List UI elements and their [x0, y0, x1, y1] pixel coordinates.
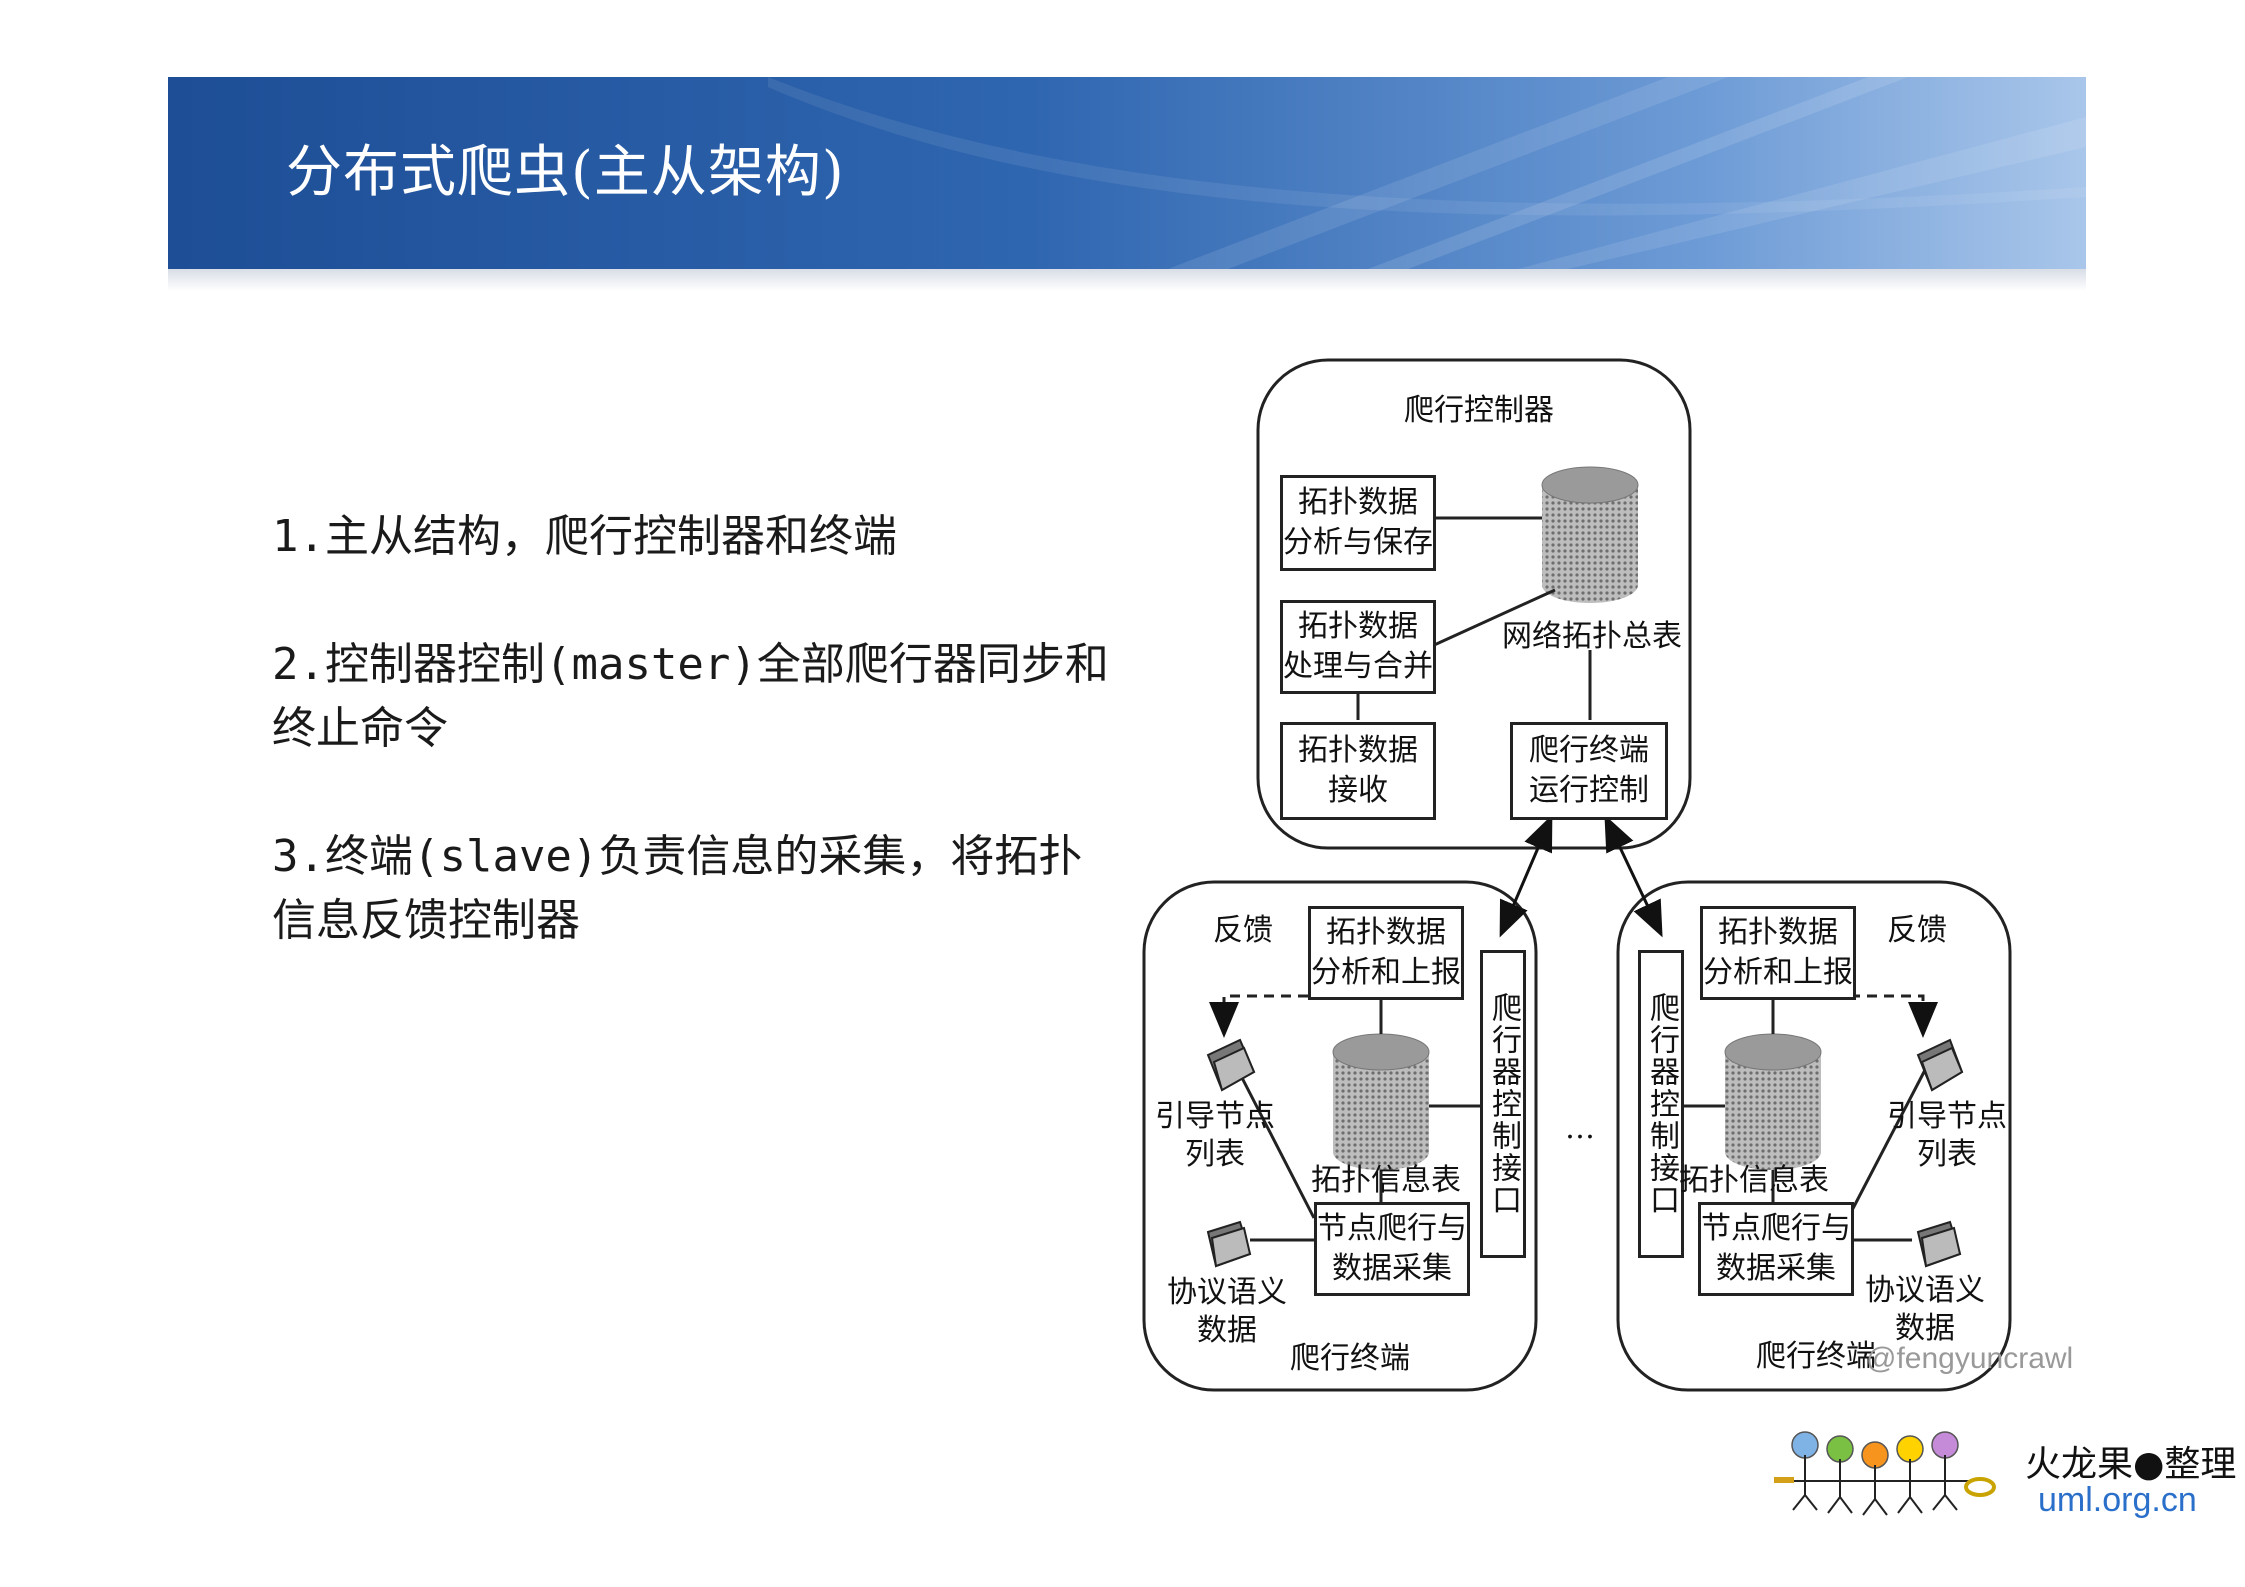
node-crawl-box: 节点爬行与 数据采集: [1314, 1202, 1470, 1296]
folder-icon: [1916, 1038, 1964, 1092]
slide-title: 分布式爬虫(主从架构): [286, 140, 845, 205]
feedback-label: 反馈: [1213, 913, 1273, 948]
topology-report-box: 拓扑数据 分析和上报: [1308, 906, 1464, 1000]
database-icon: [1332, 1033, 1430, 1170]
logo-dot: [1931, 1431, 1959, 1459]
logo-dot: [1826, 1435, 1854, 1463]
master-slave-diagram: 爬行控制器 拓扑数据 分析与保存 拓扑数据 处理与合并 拓扑数据 接收 网络拓扑…: [1130, 350, 2090, 1400]
topology-info-table-label: 拓扑信息表: [1679, 1163, 1829, 1198]
box-line: 运行控制: [1529, 773, 1649, 808]
bullet-item: 1.主从结构，爬行控制器和终端: [272, 511, 897, 562]
label-line: 协议语义: [1865, 1273, 1985, 1308]
label-line: 引导节点: [1155, 1099, 1275, 1134]
database-icon: [1541, 466, 1639, 603]
protocol-data-label: 协议语义 数据: [1860, 1272, 1990, 1348]
box-line: 分析和上报: [1311, 955, 1461, 990]
label-line: 数据: [1197, 1313, 1257, 1348]
terminal-footer-label: 爬行终端: [1756, 1339, 1876, 1374]
terminal-control-box: 爬行终端 运行控制: [1510, 722, 1668, 820]
crawler-control-interface: 爬行器控制接口: [1638, 950, 1684, 1258]
node-crawl-box: 节点爬行与 数据采集: [1698, 1202, 1854, 1296]
label-line: 数据: [1895, 1311, 1955, 1346]
folder-icon: [1206, 1038, 1256, 1092]
label-line: 协议语义: [1167, 1275, 1287, 1310]
box-line: 拓扑数据: [1298, 733, 1418, 768]
logo-dot: [1791, 1431, 1819, 1459]
bullet-item: 3.终端(slave)负责信息的采集，将拓扑信息反馈控制器: [272, 831, 1083, 946]
bullet-list: 1.主从结构，爬行控制器和终端 2.控制器控制(master)全部爬行器同步和终…: [272, 505, 1112, 1017]
protocol-data-label: 协议语义 数据: [1162, 1274, 1292, 1350]
topology-analysis-box: 拓扑数据 分析与保存: [1280, 475, 1436, 571]
terminal-footer-label: 爬行终端: [1290, 1341, 1410, 1376]
box-line: 节点爬行与: [1701, 1211, 1851, 1246]
controller-title: 爬行控制器: [1404, 393, 1554, 428]
stick-figures-logo: [1774, 1431, 1996, 1516]
topology-receive-box: 拓扑数据 接收: [1280, 722, 1436, 820]
label-line: 列表: [1185, 1137, 1245, 1172]
seed-node-list-label: 引导节点 列表: [1882, 1098, 2012, 1174]
banner-streaks: [768, 77, 2086, 269]
box-line: 拓扑数据: [1298, 485, 1418, 520]
diagram-watermark: @fengyuncrawl: [1866, 1342, 2074, 1375]
title-banner: 分布式爬虫(主从架构): [168, 77, 2086, 269]
label-line: 列表: [1917, 1137, 1977, 1172]
feedback-label: 反馈: [1887, 913, 1947, 948]
logo-title: 火龙果●整理: [2025, 1444, 2237, 1485]
brand-logo: 火龙果●整理 uml.org.cn: [1770, 1425, 2236, 1535]
banner-shadow: [168, 269, 2086, 291]
seed-node-list-label: 引导节点 列表: [1150, 1098, 1280, 1174]
diagram-lines: [1142, 358, 2012, 1392]
box-line: 节点爬行与: [1317, 1211, 1467, 1246]
box-line: 拓扑数据: [1718, 915, 1838, 950]
box-line: 数据采集: [1332, 1251, 1452, 1286]
box-line: 分析和上报: [1703, 955, 1853, 990]
box-line: 接收: [1328, 773, 1388, 808]
network-topology-table-label: 网络拓扑总表: [1502, 619, 1682, 654]
box-line: 数据采集: [1716, 1251, 1836, 1286]
folder-icon: [1206, 1220, 1252, 1268]
folder-icon: [1916, 1220, 1962, 1268]
bullet-item: 2.控制器控制(master)全部爬行器同步和终止命令: [272, 639, 1109, 754]
label-line: 引导节点: [1887, 1099, 2007, 1134]
logo-dot: [1861, 1441, 1889, 1469]
topology-process-box: 拓扑数据 处理与合并: [1280, 600, 1436, 694]
more-terminals-ellipsis: …: [1565, 1111, 1595, 1146]
box-line: 拓扑数据: [1298, 609, 1418, 644]
logo-url: uml.org.cn: [2038, 1481, 2197, 1519]
topology-report-box: 拓扑数据 分析和上报: [1700, 906, 1856, 1000]
topology-info-table-label: 拓扑信息表: [1311, 1163, 1461, 1198]
box-line: 分析与保存: [1283, 525, 1433, 560]
logo-dot: [1896, 1435, 1924, 1463]
box-line: 处理与合并: [1283, 649, 1433, 684]
crawler-control-interface: 爬行器控制接口: [1480, 950, 1526, 1258]
box-line: 爬行终端: [1529, 733, 1649, 768]
box-line: 拓扑数据: [1326, 915, 1446, 950]
database-icon: [1724, 1033, 1822, 1170]
